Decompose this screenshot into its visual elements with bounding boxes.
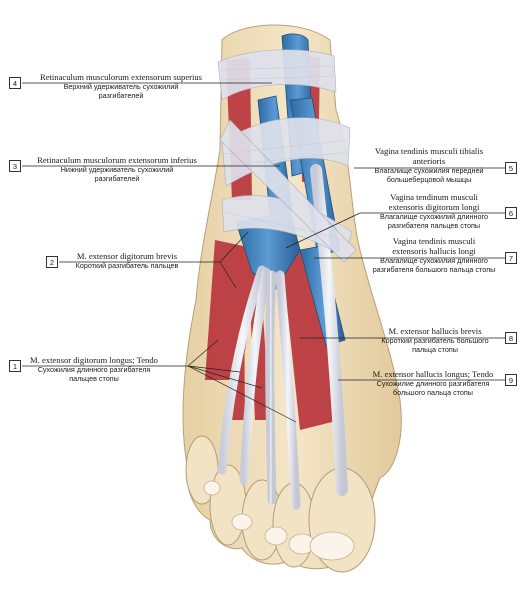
latin-name: M. extensor digitorum longus; Tendo (30, 355, 158, 365)
callout-number-5: 5 (505, 162, 517, 174)
callout-number-1: 1 (9, 360, 21, 372)
label-vagina-digitorum-longus: Vagina tendinum musculi extensoris digit… (364, 192, 504, 230)
russian-name: Влагалище сухожилия передней большеберцо… (374, 166, 484, 184)
label-extensor-digitorum-longus: M. extensor digitorum longus; Tendo Сухо… (24, 355, 164, 383)
russian-name: Сухожилия длинного разгибателя пальцев с… (37, 365, 151, 383)
retinacula-bands (217, 49, 357, 263)
latin-name: M. extensor hallucis brevis (388, 326, 482, 336)
label-retinaculum-inferius: Retinaculum musculorum extensorum inferi… (30, 155, 204, 183)
callout-number-3: 3 (9, 160, 21, 172)
latin-name: Vagina tendinum musculi extensoris digit… (388, 192, 480, 212)
label-vagina-hallucis-longus: Vagina tendinis musculi extensoris hallu… (364, 236, 504, 274)
latin-name: M. extensor digitorum brevis (76, 251, 178, 261)
russian-name: Сухожилие длинного разгибателя большого … (376, 379, 490, 397)
callout-number-6: 6 (505, 207, 517, 219)
label-retinaculum-superius: Retinaculum musculorum extensorum superi… (32, 72, 210, 100)
callout-number-4: 4 (9, 77, 21, 89)
leader-lines (22, 82, 505, 423)
latin-name: Vagina tendinis musculi extensoris hallu… (392, 236, 476, 256)
latin-name: Vagina tendinis musculi tibialis anterio… (374, 146, 484, 166)
band-fibers (221, 65, 349, 241)
russian-name: Верхний удерживатель сухожилий разгибате… (63, 82, 179, 100)
callout-number-7: 7 (505, 252, 517, 264)
label-extensor-hallucis-brevis: M. extensor hallucis brevis Короткий раз… (370, 326, 500, 354)
russian-name: Короткий разгибатель пальцев (75, 261, 179, 270)
label-extensor-digitorum-brevis: M. extensor digitorum brevis Короткий ра… (64, 251, 190, 270)
label-extensor-hallucis-longus: M. extensor hallucis longus; Tendo Сухож… (364, 369, 502, 397)
latin-name: M. extensor hallucis longus; Tendo (372, 369, 494, 379)
latin-name: Retinaculum musculorum extensorum inferi… (37, 155, 197, 165)
callout-number-2: 2 (46, 256, 58, 268)
russian-name: Влагалище сухожилий длинного разгибателя… (380, 212, 488, 230)
russian-name: Нижний удерживатель сухожилий разгибател… (60, 165, 174, 183)
russian-name: Короткий разгибатель большого пальца сто… (381, 336, 489, 354)
latin-name: Retinaculum musculorum extensorum superi… (39, 72, 203, 82)
digitorum-tendons (217, 265, 301, 510)
label-vagina-tibialis-anterior: Vagina tendinis musculi tibialis anterio… (364, 146, 494, 184)
toenails (203, 480, 355, 561)
hallucis-tendon (310, 164, 348, 496)
russian-name: Влагалище сухожилия длинного разгибателя… (372, 256, 496, 274)
callout-number-8: 8 (505, 332, 517, 344)
callout-number-9: 9 (505, 374, 517, 386)
